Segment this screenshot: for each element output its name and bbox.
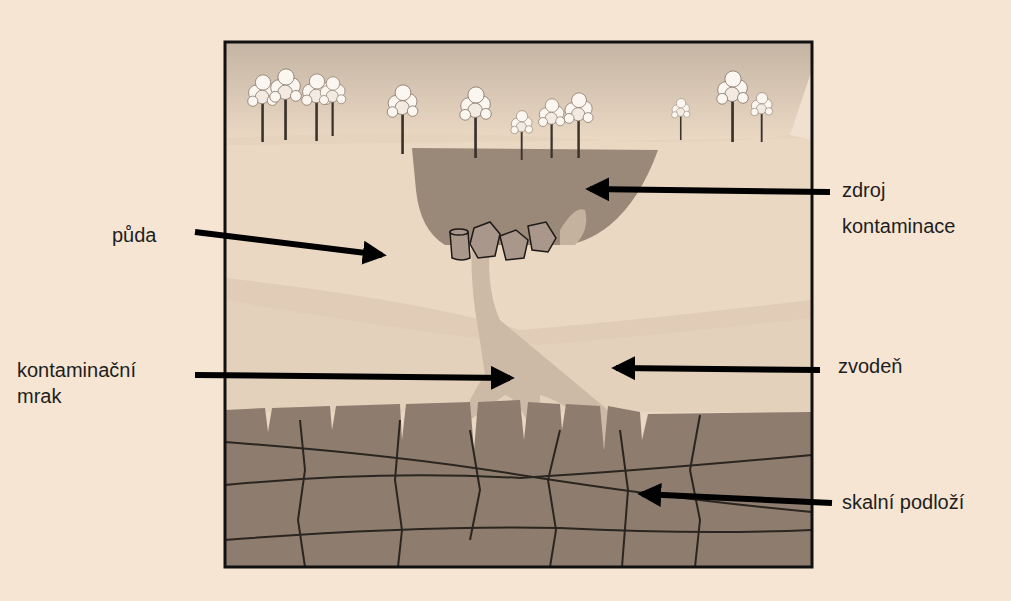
leader-arrow xyxy=(616,368,820,370)
hill xyxy=(790,70,812,140)
part-label: zvodeň xyxy=(838,353,978,379)
picture-frame xyxy=(225,42,812,567)
ground-surface xyxy=(225,70,812,145)
part-label: půda xyxy=(112,222,202,248)
leader-arrow xyxy=(590,189,830,192)
leader-arrow xyxy=(195,375,510,378)
trees xyxy=(248,69,773,160)
leader-arrows xyxy=(195,189,832,503)
part-label: kontaminační mrak xyxy=(17,357,157,409)
leak xyxy=(560,209,586,245)
leader-arrow xyxy=(642,494,832,503)
soil-layer xyxy=(225,42,812,567)
part-label: skalní podloží xyxy=(842,489,1010,515)
bedrock xyxy=(225,400,812,567)
part-label: zdroj kontaminace xyxy=(842,172,992,244)
waste-barrels xyxy=(450,222,556,260)
leader-arrow xyxy=(195,232,382,255)
bedrock-cracks xyxy=(225,415,812,567)
